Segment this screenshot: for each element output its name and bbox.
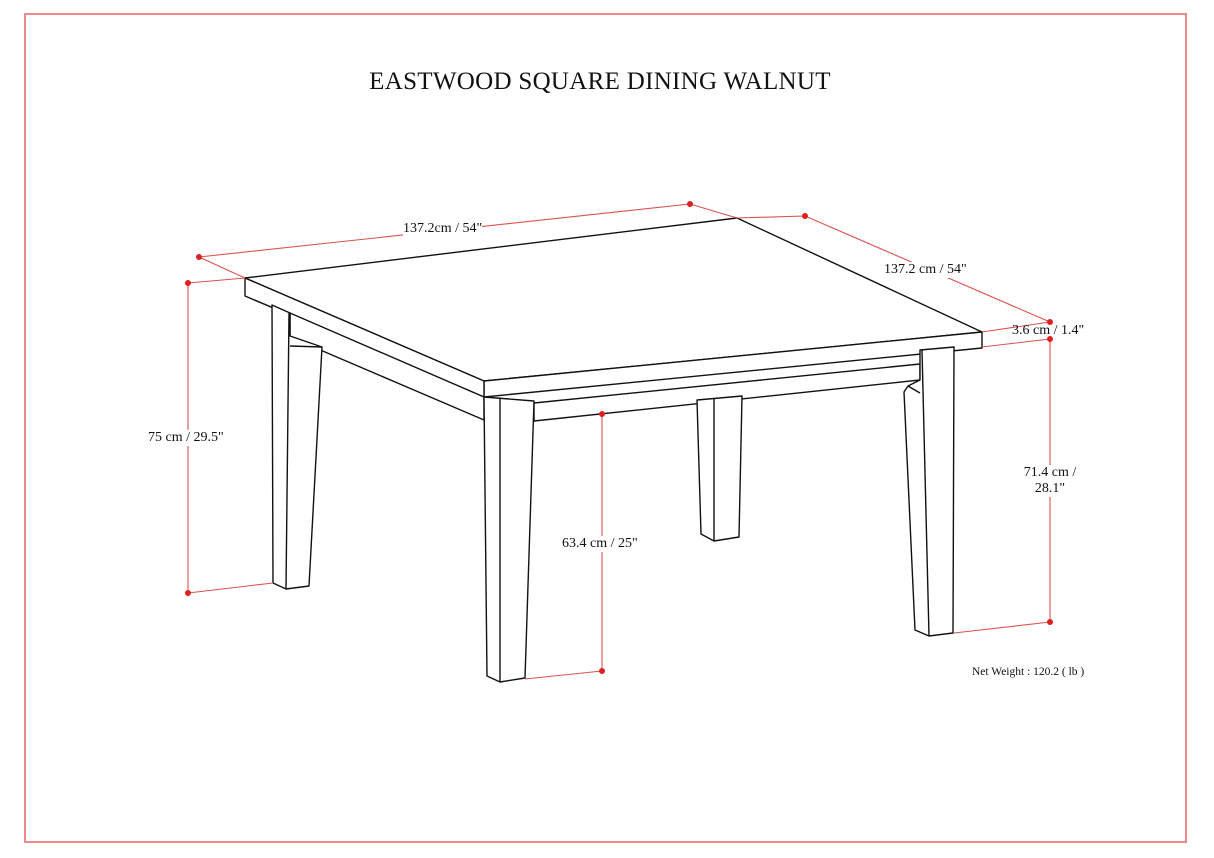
drawing-frame [24,13,1187,843]
overall-height-label: 75 cm / 29.5" [148,430,224,446]
leg-height-label: 71.4 cm / 28.1" [1020,465,1080,497]
net-weight: Net Weight : 120.2 ( lb ) [972,666,1085,678]
leg-height-line2: 28.1" [1034,481,1066,496]
clearance-height-label: 63.4 cm / 25" [562,536,638,552]
dimension-dots [185,201,1053,674]
width-label: 137.2cm / 54" [403,221,483,237]
diagram-title: EASTWOOD SQUARE DINING WALNUT [369,68,831,95]
table-outline [244,217,983,683]
thickness-label: 3.6 cm / 1.4" [1012,323,1085,338]
leg-height-line1: 71.4 cm / [1023,465,1077,480]
depth-label: 137.2 cm / 54" [884,262,967,278]
